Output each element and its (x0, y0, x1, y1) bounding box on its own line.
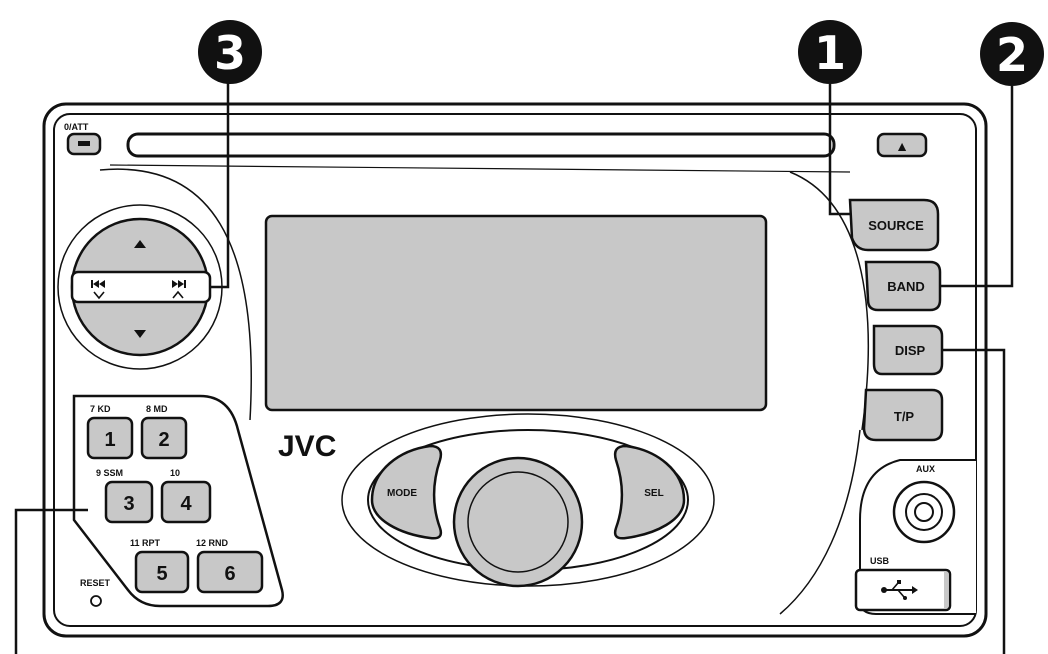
reset-label: RESET (80, 578, 111, 588)
arrow-down-icon[interactable] (134, 330, 146, 338)
preset-alt-label: 12 RND (196, 538, 229, 548)
att-button-glyph (78, 141, 90, 146)
preset-digit: 2 (158, 429, 169, 451)
preset-button-2[interactable]: 8 MD 2 (140, 404, 188, 460)
preset-alt-label: 8 MD (146, 404, 168, 414)
disp-button-label: DISP (895, 343, 926, 358)
preset-button-5[interactable]: 11 RPT 5 (130, 538, 190, 594)
eject-button[interactable] (876, 132, 928, 158)
source-button-label: SOURCE (868, 218, 924, 233)
aux-label: AUX (916, 464, 935, 474)
mode-button[interactable] (370, 444, 443, 540)
skip-forward-icon[interactable] (172, 280, 186, 299)
reset-button[interactable] (90, 595, 102, 607)
preset-button-3[interactable]: 9 SSM 3 (96, 468, 154, 524)
preset-button-1[interactable]: 7 KD 1 (86, 404, 134, 460)
usb-icon (881, 580, 918, 600)
tp-button-label: T/P (894, 409, 915, 424)
disp-button[interactable]: DISP (872, 324, 944, 376)
body-contour-left (99, 168, 252, 421)
band-button-label: BAND (887, 279, 925, 294)
preset-button-4[interactable]: 10 4 (160, 468, 212, 524)
band-button[interactable]: BAND (864, 260, 942, 312)
callout-badge-1: 1 (798, 20, 862, 84)
sel-button-label: SEL (644, 488, 663, 499)
aux-jack-inner (914, 502, 934, 522)
preset-alt-label: 7 KD (90, 404, 111, 414)
preset-digit: 1 (104, 429, 115, 451)
callout-2-leader (940, 86, 1014, 288)
svg-text:2: 2 (996, 28, 1028, 82)
preset-alt-label: 11 RPT (130, 538, 161, 548)
usb-label: USB (870, 556, 890, 566)
callout-1-leader (828, 84, 850, 216)
body-contour-right (789, 171, 869, 431)
brand-logo: JVC (278, 430, 336, 463)
body-contour-top (109, 164, 851, 173)
usb-port-edge (944, 572, 948, 608)
disp-leader (942, 348, 1006, 654)
callout-3-leader (210, 82, 230, 289)
preset-button-6[interactable]: 12 RND 6 (196, 538, 264, 594)
control-dial-center (467, 471, 569, 573)
preset-alt-label: 10 (170, 468, 180, 478)
preset-digit: 6 (224, 563, 235, 585)
eject-icon: ▲ (895, 138, 909, 154)
callout-badge-2: 2 (980, 22, 1044, 86)
arrow-up-icon[interactable] (134, 240, 146, 248)
callout-badge-3: 3 (198, 20, 262, 84)
svg-text:1: 1 (814, 26, 846, 80)
preset-digit: 3 (123, 493, 134, 515)
cd-slot (126, 132, 836, 158)
preset-digit: 5 (156, 563, 167, 585)
preset-digit: 4 (180, 493, 192, 515)
skip-back-icon[interactable] (91, 280, 105, 300)
mode-button-label: MODE (387, 488, 417, 499)
source-button[interactable]: SOURCE (848, 198, 940, 252)
svg-text:3: 3 (214, 26, 246, 80)
tp-button[interactable]: T/P (862, 388, 944, 442)
att-label: 0/ATT (64, 122, 89, 132)
body-contour-right-lower (779, 429, 861, 615)
sel-button[interactable] (613, 444, 686, 540)
preset-leader (14, 508, 88, 654)
preset-alt-label: 9 SSM (96, 468, 123, 478)
display-screen (264, 214, 768, 412)
